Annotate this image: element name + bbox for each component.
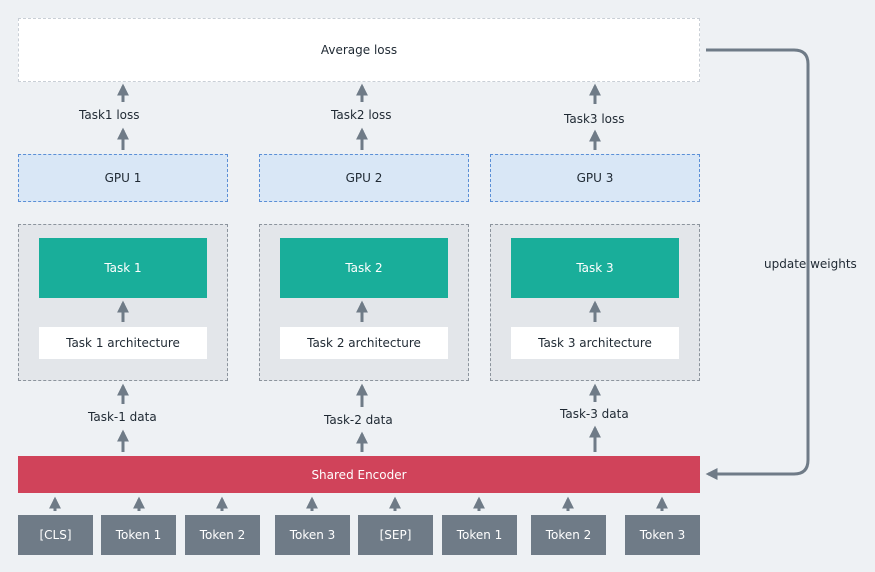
token-label: Token 3 [639,528,686,542]
task-3-architecture-box: Task 3 architecture [511,327,679,359]
token-box: Token 3 [625,515,700,555]
task3-loss-label: Task3 loss [564,112,625,126]
gpu-2-box: GPU 2 [259,154,469,202]
task-2-label: Task 2 [345,261,383,275]
task-1-box: Task 1 [39,238,207,298]
token-label: Token 2 [545,528,592,542]
task-2-data-label: Task-2 data [324,413,393,427]
shared-encoder-box: Shared Encoder [18,456,700,493]
token-box: [CLS] [18,515,93,555]
token-label: [SEP] [379,528,412,542]
average-loss-label: Average loss [320,43,398,57]
gpu-1-label: GPU 1 [104,171,142,185]
gpu-3-box: GPU 3 [490,154,700,202]
token-box: [SEP] [358,515,433,555]
task-1-architecture-label: Task 1 architecture [66,336,180,350]
task-2-architecture-label: Task 2 architecture [307,336,421,350]
gpu-3-label: GPU 3 [576,171,614,185]
token-label: Token 2 [199,528,246,542]
token-label: Token 1 [115,528,162,542]
token-box: Token 1 [101,515,176,555]
update-weights-arrow-icon [705,48,810,480]
update-weights-label: update weights [764,257,857,271]
task-1-data-label: Task-1 data [88,410,157,424]
task-1-label: Task 1 [104,261,142,275]
token-box: Token 2 [185,515,260,555]
gpu-1-box: GPU 1 [18,154,228,202]
shared-encoder-label: Shared Encoder [311,467,407,482]
token-box: Token 1 [442,515,517,555]
token-box: Token 2 [531,515,606,555]
average-loss-box: Average loss [18,18,700,82]
task-1-architecture-box: Task 1 architecture [39,327,207,359]
token-label: Token 1 [456,528,503,542]
task-3-data-label: Task-3 data [560,407,629,421]
task-3-label: Task 3 [576,261,614,275]
task-2-box: Task 2 [280,238,448,298]
token-label: [CLS] [39,528,72,542]
task-3-architecture-label: Task 3 architecture [538,336,652,350]
token-box: Token 3 [275,515,350,555]
gpu-2-label: GPU 2 [345,171,383,185]
task-2-architecture-box: Task 2 architecture [280,327,448,359]
task2-loss-label: Task2 loss [331,108,392,122]
task1-loss-label: Task1 loss [79,108,140,122]
token-label: Token 3 [289,528,336,542]
task-3-box: Task 3 [511,238,679,298]
